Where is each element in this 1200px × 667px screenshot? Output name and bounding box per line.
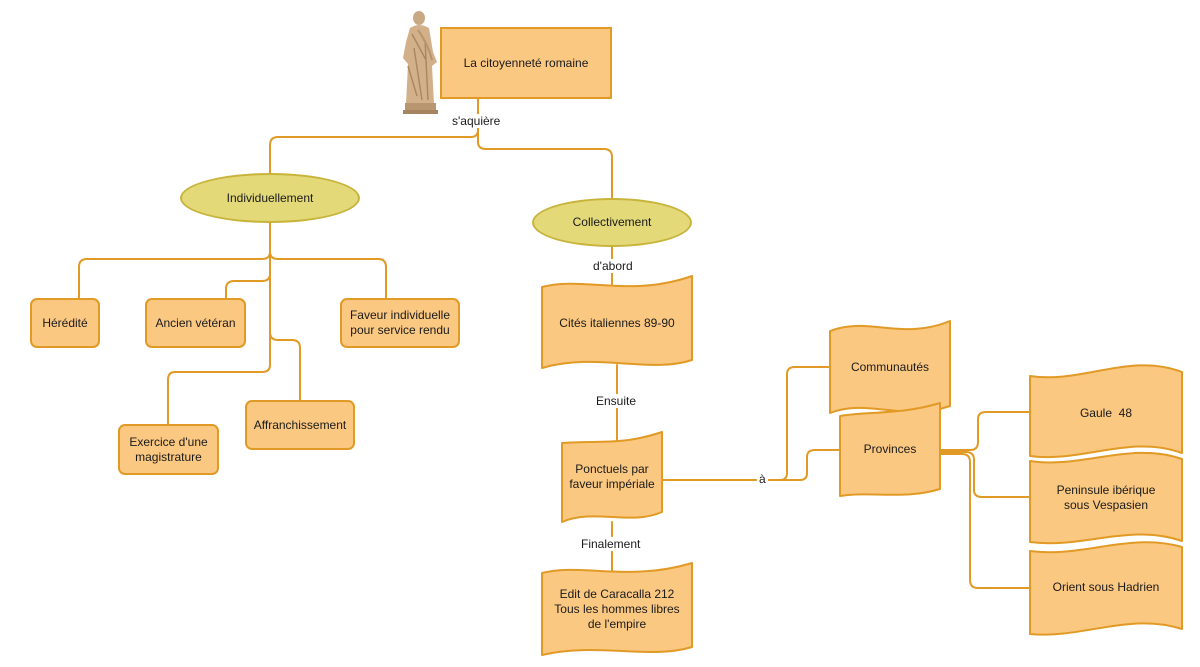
edge-individual-to-emancipation: [269, 251, 301, 401]
caracalla-shape: [541, 562, 693, 656]
edge-individual-to-veteran: [269, 251, 387, 299]
edge-provinces-to-gaul: [939, 411, 1031, 451]
edge-individual-to-magistrature: [167, 251, 271, 425]
root-label: La citoyenneté romaine: [463, 55, 589, 70]
edge-provinces-to-iberia: [939, 451, 1031, 498]
communities-shape: [829, 320, 951, 414]
heredity-label: Hérédité: [42, 315, 88, 330]
caracalla-node[interactable]: Edit de Caracalla 212 Tous les hommes li…: [542, 576, 692, 642]
provinces-shape: [839, 402, 941, 497]
edge-root-to-individual: [269, 98, 479, 175]
veteran-label: Ancien vétéran: [155, 315, 236, 330]
edge-label-to: à: [757, 472, 768, 486]
edge-individual-to-heredity: [78, 221, 271, 299]
veteran-node[interactable]: Ancien vétéran: [145, 298, 246, 348]
communities-label: Communautés: [850, 359, 930, 374]
gaul-node[interactable]: Gaule 48: [1030, 380, 1182, 446]
edge-label-then: Ensuite: [594, 394, 639, 408]
edge-label-acquire: s'aquière: [450, 114, 503, 128]
favor-label: Faveur individuelle pour service rendu: [349, 308, 451, 337]
individual-label: Individuellement: [226, 190, 314, 205]
favor-node[interactable]: Faveur individuelle pour service rendu: [340, 298, 460, 348]
imperial-favor-shape: [561, 431, 663, 523]
italian-cities-shape: [541, 275, 693, 369]
orient-shape: [1029, 541, 1183, 636]
imperial-favor-label: Ponctuels par faveur impériale: [569, 462, 655, 491]
edge-root-to-collective: [477, 129, 613, 199]
iberia-node[interactable]: Peninsule ibérique sous Vespasien: [1030, 465, 1182, 531]
root-node[interactable]: La citoyenneté romaine: [440, 27, 612, 99]
iberia-label: Peninsule ibérique sous Vespasien: [1056, 483, 1156, 512]
gaul-label: Gaule 48: [1079, 405, 1133, 420]
edge-label-finally: Finalement: [579, 537, 643, 551]
italian-cities-label: Cités italiennes 89-90: [559, 315, 675, 330]
iberia-shape: [1029, 451, 1183, 545]
provinces-label: Provinces: [863, 441, 917, 456]
orient-label: Orient sous Hadrien: [1052, 579, 1160, 594]
edge-provinces-to-orient: [939, 453, 1031, 589]
collective-node[interactable]: Collectivement: [532, 198, 692, 247]
magistrature-node[interactable]: Exercice d'une magistrature: [118, 424, 219, 475]
edge-label-first: d'abord: [591, 259, 635, 273]
edge-imperial-to-communities: [661, 366, 831, 481]
magistrature-label: Exercice d'une magistrature: [129, 434, 208, 464]
communities-node[interactable]: Communautés: [830, 334, 950, 400]
individual-node[interactable]: Individuellement: [180, 173, 360, 223]
imperial-favor-node[interactable]: Ponctuels par faveur impériale: [562, 444, 662, 510]
heredity-node[interactable]: Hérédité: [30, 298, 100, 348]
edge-imperial-to-provinces: [779, 449, 841, 481]
italian-cities-node[interactable]: Cités italiennes 89-90: [542, 290, 692, 356]
roman-statue-icon: [400, 10, 438, 118]
orient-node[interactable]: Orient sous Hadrien: [1030, 554, 1182, 620]
collective-label: Collectivement: [572, 215, 652, 229]
provinces-node[interactable]: Provinces: [840, 416, 940, 482]
emancipation-label: Affranchissement: [253, 417, 347, 432]
gaul-shape: [1029, 364, 1183, 459]
caracalla-label: Edit de Caracalla 212 Tous les hommes li…: [554, 586, 680, 631]
emancipation-node[interactable]: Affranchissement: [245, 400, 355, 450]
